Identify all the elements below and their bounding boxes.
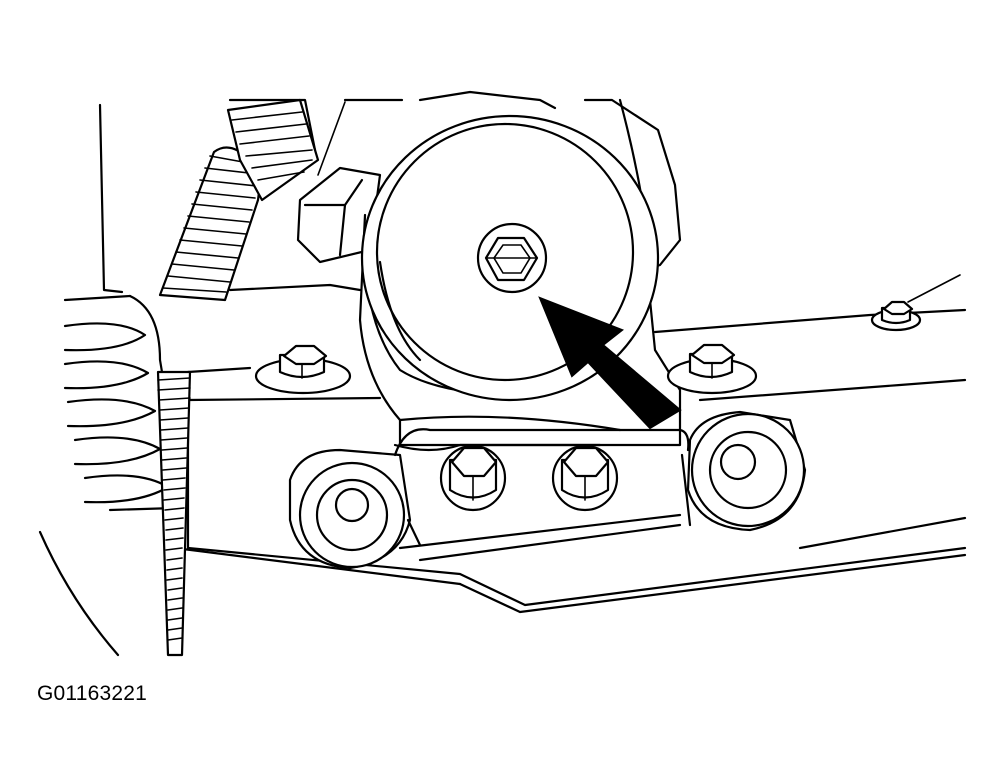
engine-block-outline	[38, 90, 682, 657]
corrugated-hose	[158, 98, 320, 302]
subframe-crossmember	[173, 308, 967, 614]
bushing-right	[686, 410, 807, 532]
crossmember-bolt-1	[439, 444, 507, 512]
crossmember-flange	[393, 428, 690, 547]
crossmember-bolt-2	[551, 444, 619, 512]
flange-bolt-right	[666, 343, 758, 395]
flange-bolt-left	[254, 344, 352, 395]
figure-id-label: G01163221	[37, 682, 148, 705]
threaded-stud	[156, 370, 192, 657]
pointer-arrow	[538, 296, 682, 430]
center-bolt	[476, 222, 548, 294]
flange-bolt-far-right	[870, 274, 961, 332]
bushing-left	[288, 448, 412, 570]
